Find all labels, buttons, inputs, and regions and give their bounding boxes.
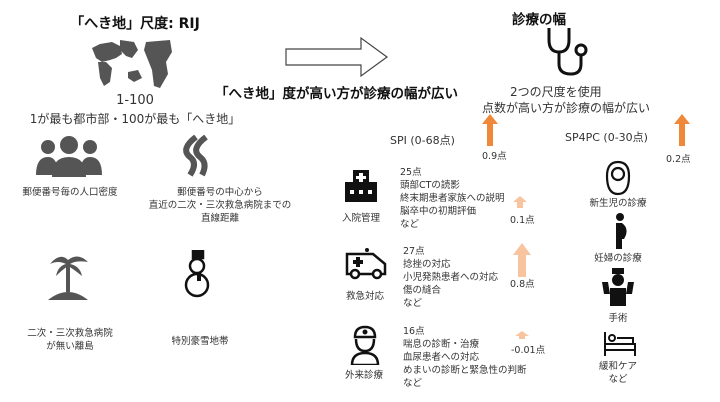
ambulance-icon: [345, 248, 389, 280]
up-arrow-icon: [482, 114, 498, 146]
detail-line: めまいの診断と緊急性の判断: [403, 365, 527, 376]
palm-island-icon: [46, 250, 90, 300]
sp4pc-item-line: など: [608, 374, 628, 385]
emergency-effect: 0.8点: [510, 279, 535, 290]
domain-details-emergency: 27点 捻挫の対応 小児発熱患者への対応 傷の縫合 など: [403, 245, 498, 310]
sp4pc-effect: 0.2点: [666, 154, 691, 165]
sp4pc-item-line: 緩和ケア: [598, 361, 637, 372]
detail-line: 捻挫の対応: [403, 259, 451, 270]
domain-details-inpatient: 25点 頭部CTの読影 終末期患者家族への説明 脳卒中の初期評価 など: [400, 166, 505, 231]
sp4pc-item-newborn: 新生児の診療: [589, 198, 647, 209]
detail-line: 小児発熱患者への対応: [403, 272, 499, 283]
spi-label: SPI (0-68点): [390, 134, 455, 147]
stethoscope-icon: [545, 26, 591, 78]
scope-desc-2: 点数が高い方が診療の幅が広い: [482, 101, 651, 115]
detail-line: 血尿患者への対応: [403, 352, 480, 363]
detail-line: 脳卒中の初期評価: [400, 206, 477, 217]
doctor-icon: [350, 325, 380, 365]
inpatient-effect: 0.1点: [510, 215, 535, 226]
factor-label-island: 二次・三次救急病院 が無い離島: [10, 327, 130, 353]
rij-range-description: 1が最も都市部・100が最も「へき地」: [29, 112, 241, 126]
spi-effect: 0.9点: [482, 151, 507, 162]
detail-line: 25点: [400, 167, 422, 178]
factor-label-line: 直近の二次・三次救急病院までの: [148, 200, 292, 211]
domain-label-inpatient: 入院管理: [342, 213, 381, 224]
detail-line: 27点: [403, 246, 425, 257]
sp4pc-item-surgery: 手術: [608, 313, 628, 324]
sp4pc-item-palliative: 緩和ケア など: [575, 360, 661, 386]
road-icon: [176, 135, 212, 177]
detail-line: など: [403, 298, 423, 309]
world-map-icon: [90, 38, 176, 92]
domain-label-emergency: 救急対応: [346, 291, 385, 302]
domain-details-outpatient: 16点 喘息の診断・治療 血尿患者への対応 めまいの診断と緊急性の判断 など: [403, 325, 527, 390]
detail-line: 16点: [403, 326, 425, 337]
small-up-arrow-icon: [515, 331, 529, 339]
detail-line: など: [400, 219, 420, 230]
up-arrow-icon: [674, 114, 690, 146]
newborn-icon: [605, 160, 631, 196]
small-up-arrow-icon: [513, 196, 527, 208]
detail-line: 頭部CTの読影: [400, 180, 460, 191]
sp4pc-label: SP4PC (0-30点): [565, 131, 648, 144]
factor-label-distance: 郵便番号の中心から 直近の二次・三次救急病院までの 直線距離: [120, 186, 320, 225]
factor-label-population: 郵便番号毎の人口密度: [22, 187, 118, 198]
detail-line: 終末期患者家族への説明: [400, 193, 505, 204]
factor-label-snow: 特別豪雪地帯: [171, 336, 229, 347]
rij-title: 「へき地」尺度: RIJ: [70, 16, 200, 32]
factor-label-line: 郵便番号の中心から: [177, 187, 263, 198]
conclusion-text: 「へき地」度が高い方が診療の幅が広い: [215, 86, 458, 102]
snowman-icon: [183, 250, 211, 298]
hospital-icon: [345, 170, 377, 202]
bed-icon: [603, 330, 637, 356]
people-icon: [36, 135, 102, 177]
factor-label-line: が無い離島: [46, 341, 94, 352]
factor-label-line: 直線距離: [200, 213, 239, 224]
surgeon-icon: [602, 268, 634, 306]
pregnant-icon: [610, 213, 630, 249]
domain-label-outpatient: 外来診療: [345, 370, 384, 381]
outpatient-effect: -0.01点: [511, 345, 546, 356]
detail-line: 傷の縫合: [403, 285, 442, 296]
factor-label-line: 二次・三次救急病院: [27, 328, 113, 339]
detail-line: など: [403, 378, 423, 389]
sp4pc-item-pregnant: 妊婦の診療: [594, 253, 642, 264]
detail-line: 喘息の診断・治療: [403, 339, 480, 350]
scope-desc-1: 2つの尺度を使用: [510, 85, 602, 99]
big-right-arrow-icon: [285, 36, 389, 78]
rij-range: 1-100: [116, 93, 154, 108]
scope-title: 診療の幅: [512, 12, 566, 28]
up-arrow-icon: [513, 243, 531, 277]
